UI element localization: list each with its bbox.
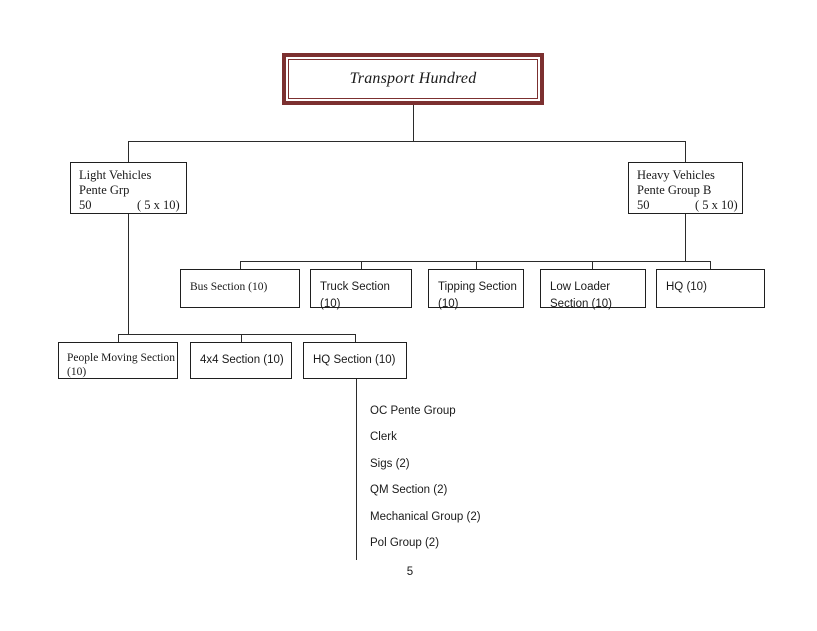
connector-drop-tipping-section (476, 261, 477, 269)
connector-level2-bus (128, 141, 686, 142)
tipping-section-label: Tipping Section (10) (438, 281, 517, 310)
connector-drop-heavy-vehicles (685, 141, 686, 162)
connector-hq-section-spine (356, 379, 357, 560)
connector-drop-light-vehicles (128, 141, 129, 162)
connector-drop-hq (710, 261, 711, 269)
light-vehicles-line1: Light Vehicles (79, 168, 152, 182)
people-moving-section-label: People Moving Section (10) (67, 352, 175, 378)
node-light-vehicles: Light Vehicles Pente Grp 50 ( 5 x 10) (70, 162, 187, 214)
node-low-loader-section: Low Loader Section (10) (540, 269, 646, 310)
light-vehicles-strength: 50 ( 5 x 10) (79, 198, 186, 213)
4x4-section-label: 4x4 Section (10) (200, 354, 284, 366)
root-node-label: Transport Hundred (349, 70, 477, 87)
list-item: OC Pente Group (370, 405, 456, 417)
heavy-vehicles-breakdown: ( 5 x 10) (695, 198, 738, 212)
connector-drop-low-loader-section (592, 261, 593, 269)
node-truck-section: Truck Section (10) (310, 269, 412, 310)
hq-section-roles-list: OC Pente Group Clerk Sigs (2) QM Section… (370, 403, 610, 561)
light-vehicles-line2: Pente Grp (79, 183, 130, 197)
node-hq: HQ (10) (656, 269, 765, 308)
page-number: 5 (406, 566, 414, 578)
connector-drop-hq-section (355, 334, 356, 342)
heavy-vehicles-line1: Heavy Vehicles (637, 168, 715, 182)
light-vehicles-breakdown: ( 5 x 10) (137, 198, 180, 212)
connector-drop-truck-section (361, 261, 362, 269)
node-hq-section: HQ Section (10) (303, 342, 407, 379)
list-item: Clerk (370, 431, 397, 444)
bus-section-label: Bus Section (10) (190, 281, 268, 293)
list-item: QM Section (2) (370, 484, 448, 497)
node-tipping-section: Tipping Section (10) (428, 269, 524, 310)
light-vehicles-qty: 50 (79, 198, 92, 212)
heavy-vehicles-line2: Pente Group B (637, 183, 712, 197)
connector-drop-4x4-section (241, 334, 242, 342)
list-item: Pol Group (2) (370, 536, 440, 549)
truck-section-label: Truck Section (10) (320, 281, 390, 310)
heavy-vehicles-strength: 50 ( 5 x 10) (637, 198, 742, 213)
connector-level3-bus (240, 261, 711, 262)
node-people-moving-section: People Moving Section (10) (58, 342, 178, 379)
root-node-transport-hundred: Transport Hundred (282, 53, 544, 105)
list-item: Mechanical Group (2) (370, 510, 481, 523)
heavy-vehicles-qty: 50 (637, 198, 650, 212)
connector-drop-bus-section (240, 261, 241, 269)
root-node-inner-border: Transport Hundred (288, 59, 538, 99)
connector-heavy-stem (685, 214, 686, 261)
node-bus-section: Bus Section (10) (180, 269, 300, 308)
list-item: Sigs (2) (370, 457, 410, 470)
connector-root-stem (413, 105, 414, 141)
connector-level4-bus (118, 334, 355, 335)
connector-light-stem (128, 214, 129, 334)
connector-drop-people-moving-section (118, 334, 119, 342)
node-heavy-vehicles: Heavy Vehicles Pente Group B 50 ( 5 x 10) (628, 162, 743, 214)
hq-label: HQ (10) (666, 281, 707, 293)
low-loader-section-label: Low Loader Section (10) (550, 281, 613, 310)
hq-section-label: HQ Section (10) (313, 354, 396, 366)
node-4x4-section: 4x4 Section (10) (190, 342, 292, 379)
